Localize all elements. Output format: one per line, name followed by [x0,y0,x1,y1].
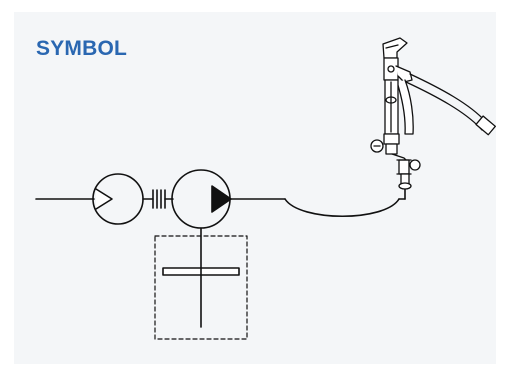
motor-symbol-icon [35,173,144,225]
hose-line-icon [284,187,406,218]
shaft-coupling-icon [142,189,174,209]
grease-gun-drawing-icon [370,37,496,190]
symbol-panel [14,12,496,364]
hydraulic-pump-symbol-icon [171,169,286,229]
panel-title: SYMBOL [36,37,128,60]
reservoir-tank-symbol-icon [154,227,248,340]
